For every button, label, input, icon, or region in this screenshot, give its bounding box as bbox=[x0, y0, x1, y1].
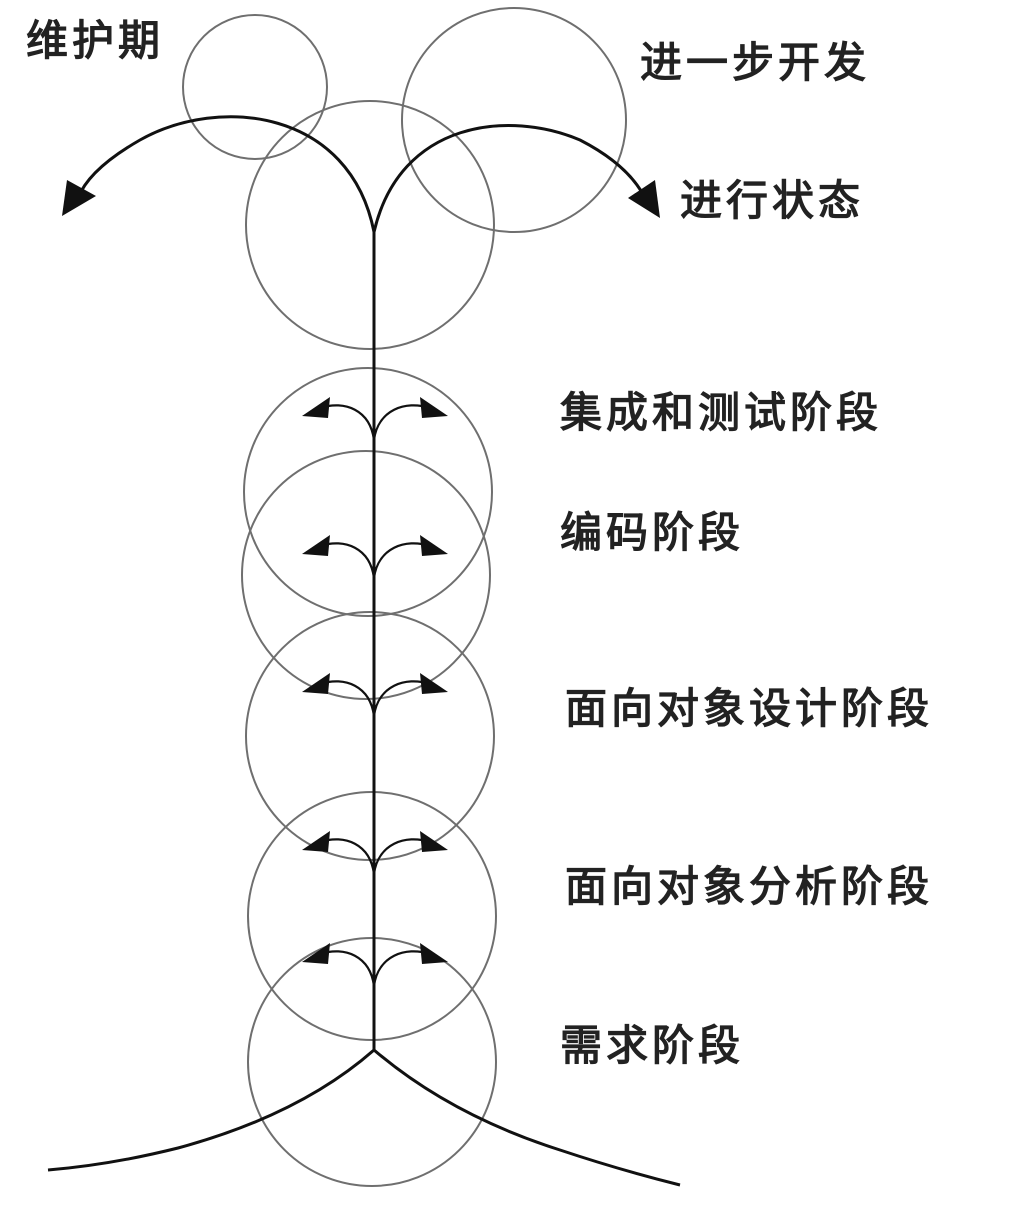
loop-requirement-left-arrowhead bbox=[302, 943, 330, 964]
circle-maintenance bbox=[182, 14, 328, 160]
label-further-development: 进一步开发 bbox=[640, 38, 871, 87]
spray-right-arrowhead bbox=[628, 180, 660, 218]
loop-design-right-arrowhead bbox=[420, 673, 448, 694]
circle-running-state bbox=[245, 100, 495, 350]
spray-arrowheads bbox=[62, 180, 660, 218]
phase-circles bbox=[182, 7, 627, 1187]
loop-arrowheads bbox=[302, 397, 448, 964]
circle-further-development bbox=[401, 7, 627, 233]
label-requirement: 需求阶段 bbox=[560, 1021, 745, 1070]
circle-integration-testing bbox=[243, 367, 493, 617]
spray-right bbox=[372, 124, 647, 233]
spray-left bbox=[76, 115, 376, 233]
label-oo-analysis: 面向对象分析阶段 bbox=[565, 862, 934, 911]
loop-integration-left-arrowhead bbox=[302, 397, 330, 418]
circle-coding bbox=[241, 450, 491, 700]
circle-requirement bbox=[247, 937, 497, 1187]
label-running-state: 进行状态 bbox=[680, 176, 865, 225]
fountain-trunk bbox=[47, 115, 681, 1187]
loop-design-left-arrowhead bbox=[302, 673, 330, 694]
loop-requirement-right-arrowhead bbox=[420, 943, 448, 964]
label-coding: 编码阶段 bbox=[560, 508, 745, 557]
circle-oo-design bbox=[245, 611, 495, 861]
spray-left-arrowhead bbox=[62, 180, 96, 216]
label-maintenance: 维护期 bbox=[26, 16, 165, 65]
loop-integration-right-arrowhead bbox=[420, 397, 448, 418]
loop-analysis-left-arrowhead bbox=[302, 831, 330, 852]
base-right-curve bbox=[373, 1048, 681, 1187]
loop-coding-left-arrowhead bbox=[302, 535, 330, 556]
label-oo-design: 面向对象设计阶段 bbox=[565, 684, 934, 733]
loop-coding-right-arrowhead bbox=[420, 535, 448, 556]
base-left-curve bbox=[47, 1048, 375, 1172]
circle-oo-analysis bbox=[247, 791, 497, 1041]
label-integration-testing: 集成和测试阶段 bbox=[560, 388, 883, 437]
loop-analysis-right-arrowhead bbox=[420, 831, 448, 852]
